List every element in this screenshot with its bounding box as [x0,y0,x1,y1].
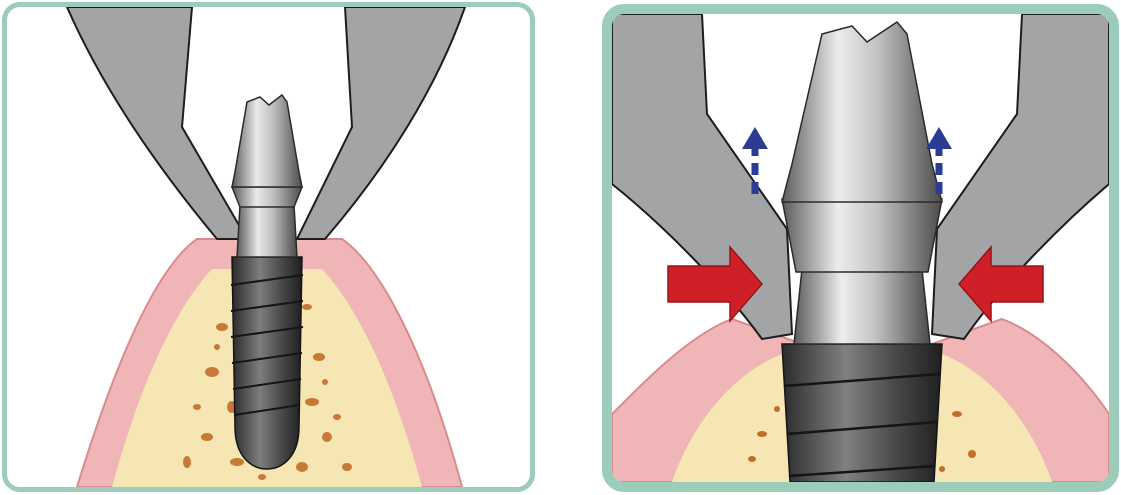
abutment-shoulder [782,199,942,272]
implant-body [782,344,942,482]
forceps-jaw-right [297,7,465,239]
implant-body [232,257,302,469]
panel-before [2,2,535,492]
forceps-jaw-left [67,7,247,239]
abutment-collar [794,269,930,344]
abutment-shoulder [232,187,302,207]
panel-after [602,4,1119,492]
implant-illustration-before [7,7,530,487]
abutment-post [782,22,942,202]
implant-illustration-after [612,14,1109,482]
abutment-collar [237,205,297,257]
abutment-post [232,95,302,187]
